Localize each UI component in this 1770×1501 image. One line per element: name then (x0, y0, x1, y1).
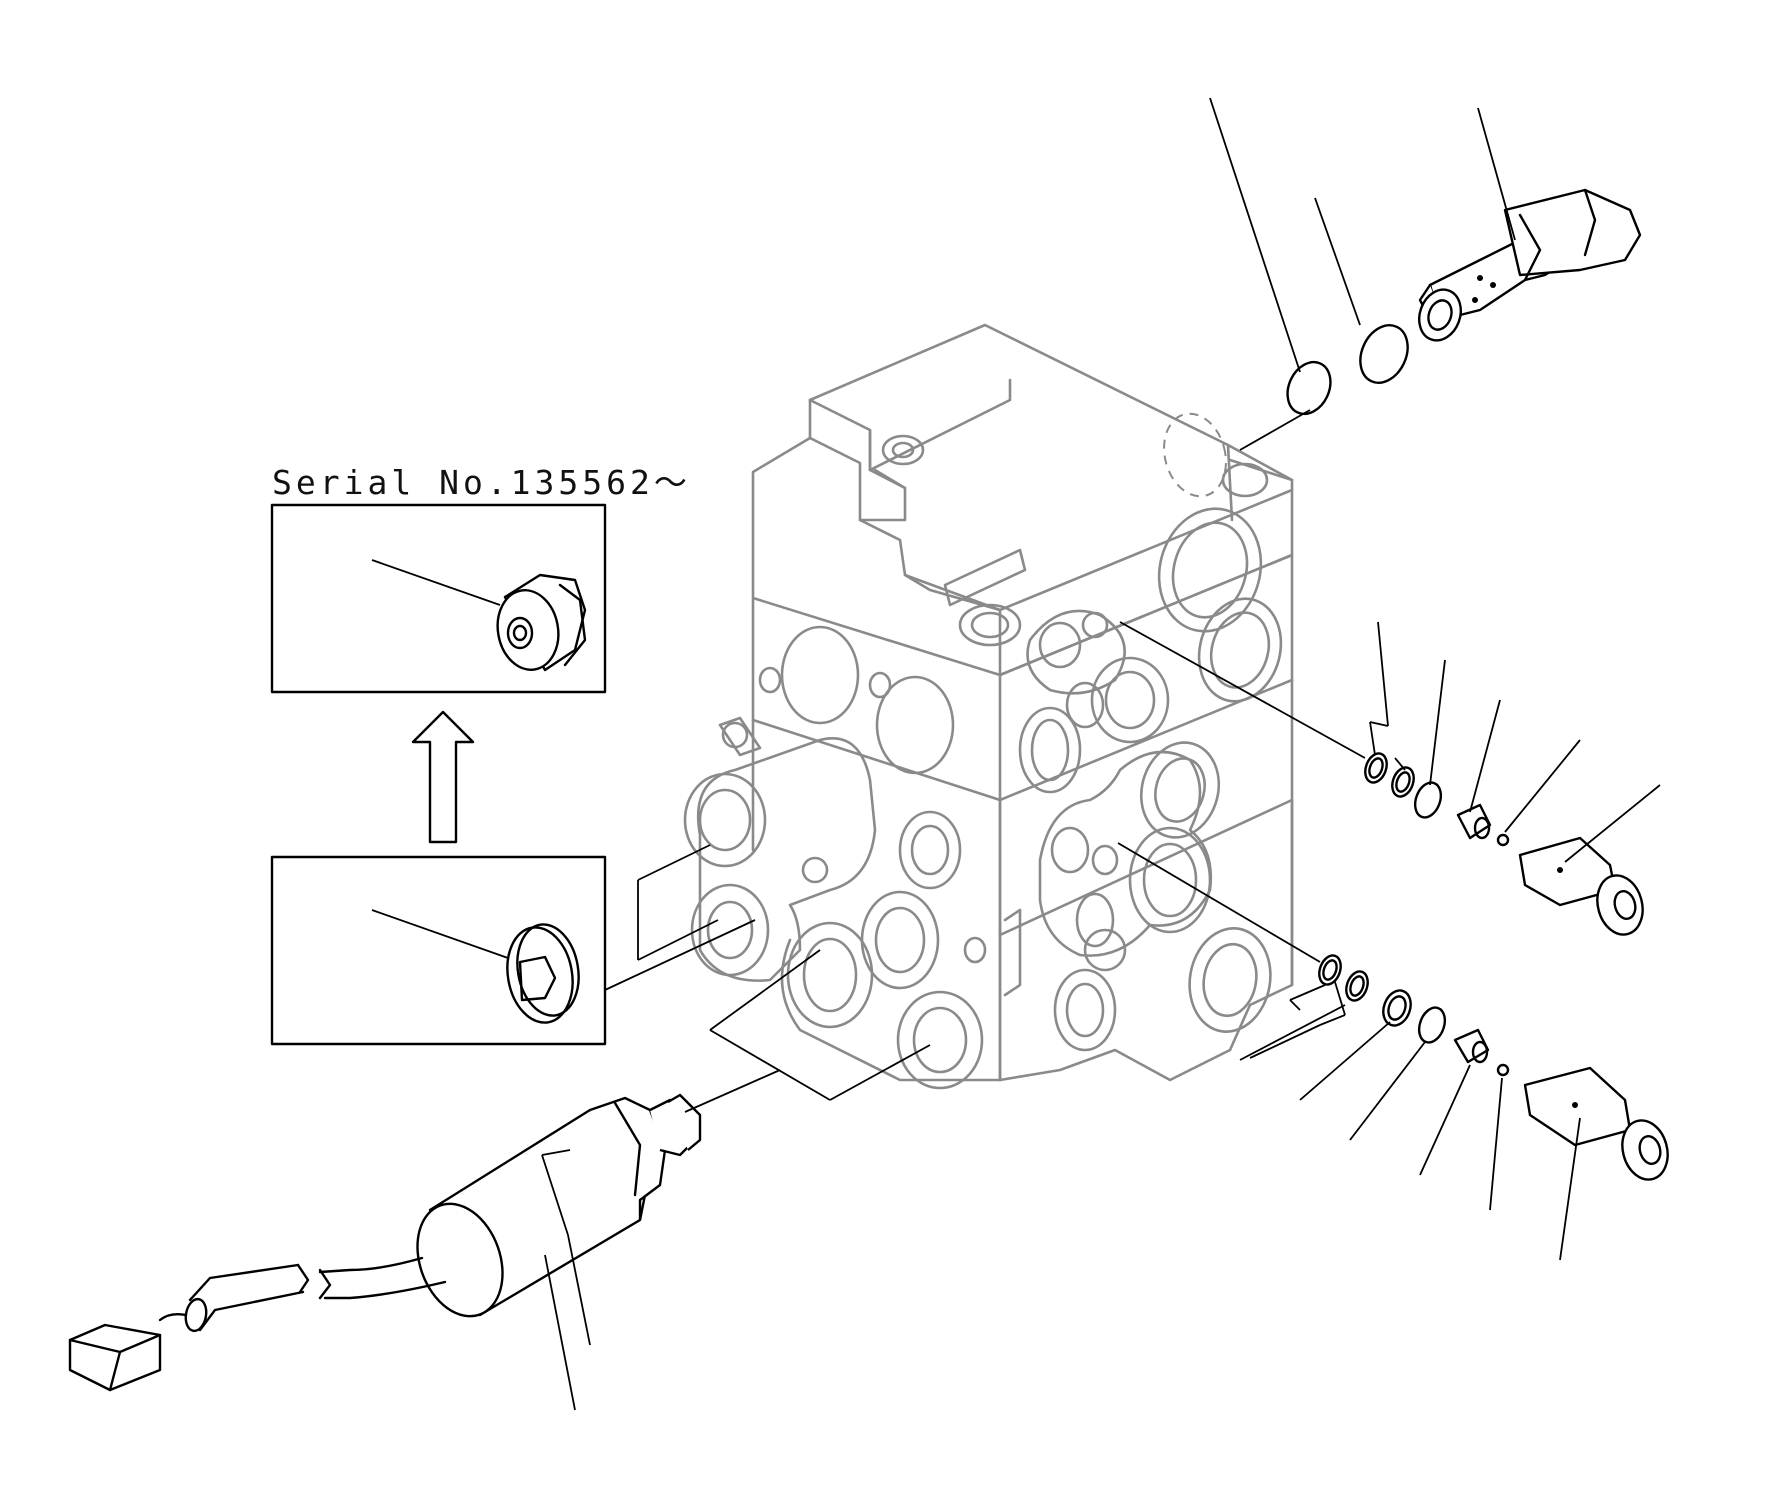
inset-box-old-plug (270, 855, 607, 1046)
inset-box-new-plug (270, 503, 607, 694)
o-ring-large (1359, 324, 1409, 384)
valve-body (683, 323, 1294, 1090)
upper-spool-group (1364, 752, 1644, 936)
lower-spool-group (1318, 954, 1669, 1181)
plug-old-type (506, 923, 580, 1024)
serial-number-label: Serial No.135562〜 (272, 463, 691, 502)
relief-valve-cartridge (1418, 188, 1642, 342)
up-arrow (411, 710, 475, 844)
leader-lines (541, 97, 1661, 1411)
plug-new-type (496, 573, 587, 672)
leader-line (371, 909, 509, 959)
solenoid-assembly (68, 1093, 702, 1392)
leader-line (371, 559, 501, 606)
o-ring-small (1286, 360, 1332, 416)
